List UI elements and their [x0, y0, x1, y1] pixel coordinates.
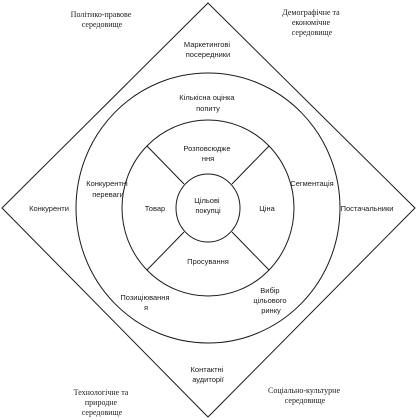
- divider-bottom-right: [231, 231, 270, 271]
- corner-top-left: Політико-правове середовище: [71, 10, 134, 29]
- outer-ellipse: [75, 72, 341, 344]
- label-price: Ціна: [259, 204, 275, 213]
- label-target-customers: Цільові покупці: [194, 196, 221, 215]
- label-competitors: Конкуренти: [29, 204, 69, 213]
- middle-ellipse: [121, 119, 295, 297]
- corner-bottom-left: Технологічне та природне середовище: [74, 388, 131, 417]
- label-distribution: Розповсюдже ння: [183, 144, 232, 163]
- label-contact-audiences: Контактні аудиторії: [191, 365, 226, 384]
- divider-bottom-left: [146, 231, 185, 271]
- label-competitive-advantages: Конкурентні переваги: [86, 179, 130, 199]
- label-marketing-intermediaries: Маркетингові посередники: [184, 40, 232, 59]
- corner-bottom-right: Соціально-культурне середовище: [268, 386, 342, 405]
- label-target-market-selection: Вибір цільового ринку: [253, 286, 288, 315]
- corner-top-right: Демографічне та економічне середовище: [282, 8, 341, 37]
- label-suppliers: Постачальники: [341, 204, 394, 213]
- label-product: Товар: [145, 204, 165, 213]
- label-promotion: Просування: [187, 257, 229, 266]
- divider-top-right: [231, 145, 270, 185]
- label-segmentation: Сегментація: [290, 179, 333, 188]
- label-demand-estimation: Кількісна оцінка попиту: [179, 93, 236, 113]
- divider-top-left: [146, 145, 185, 185]
- label-positioning: Позиціювання я: [120, 293, 171, 312]
- center-ellipse: [175, 173, 241, 243]
